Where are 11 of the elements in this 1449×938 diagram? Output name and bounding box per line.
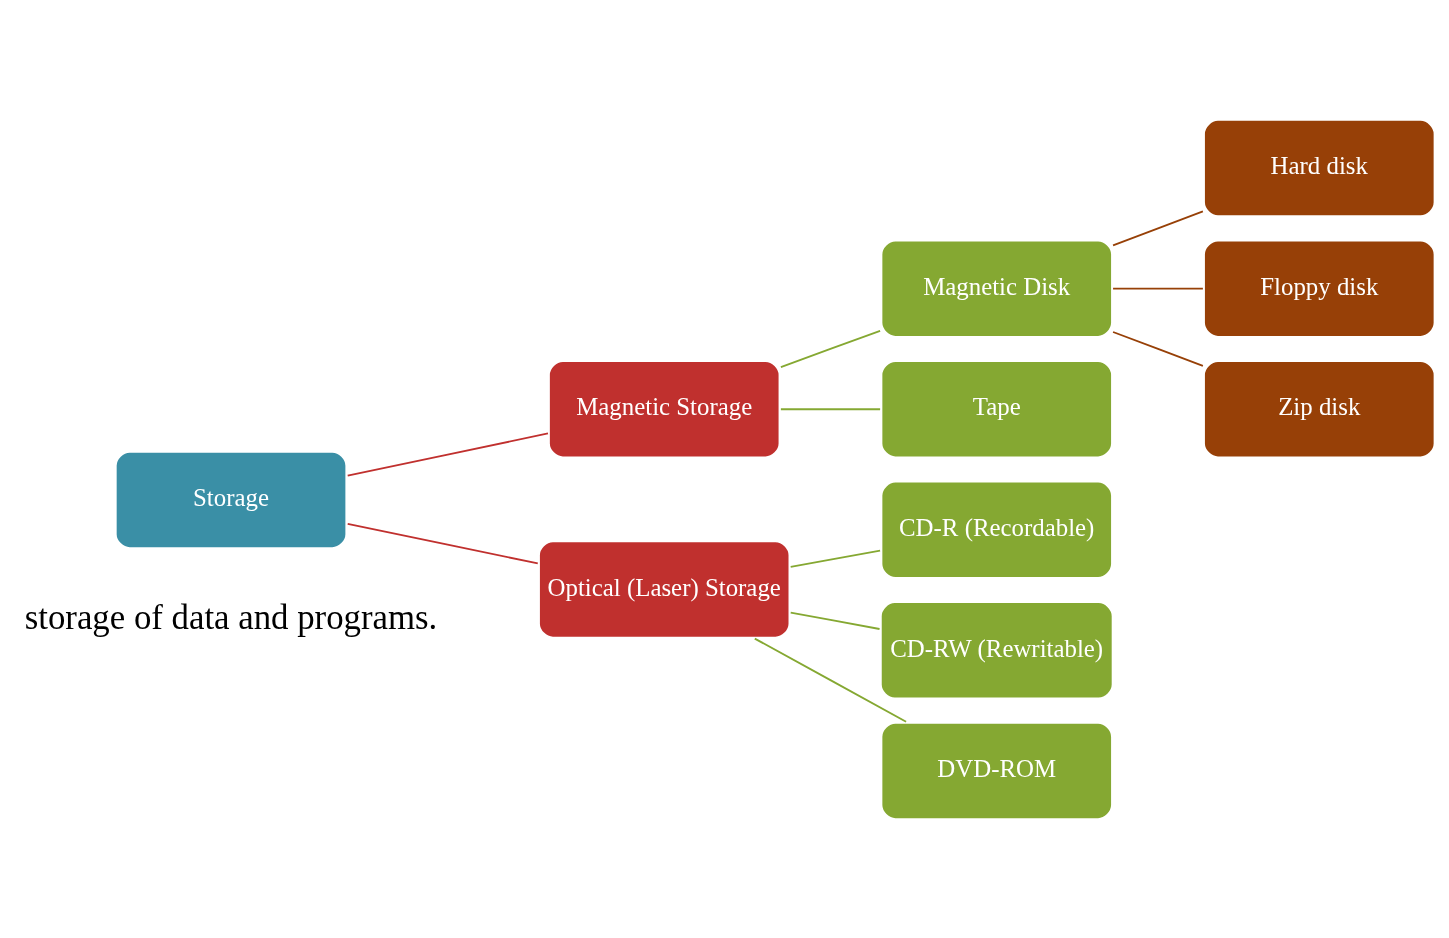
connector: [753, 637, 907, 723]
connector: [1112, 330, 1204, 367]
connector: [1112, 210, 1204, 246]
connector: [1112, 287, 1204, 290]
connector: [346, 522, 539, 564]
label: storage of data and programs.: [24, 597, 438, 637]
connector: [779, 329, 882, 368]
connector: [779, 407, 882, 410]
connector: [789, 611, 881, 630]
connector: [789, 549, 882, 568]
connector: [346, 432, 549, 477]
